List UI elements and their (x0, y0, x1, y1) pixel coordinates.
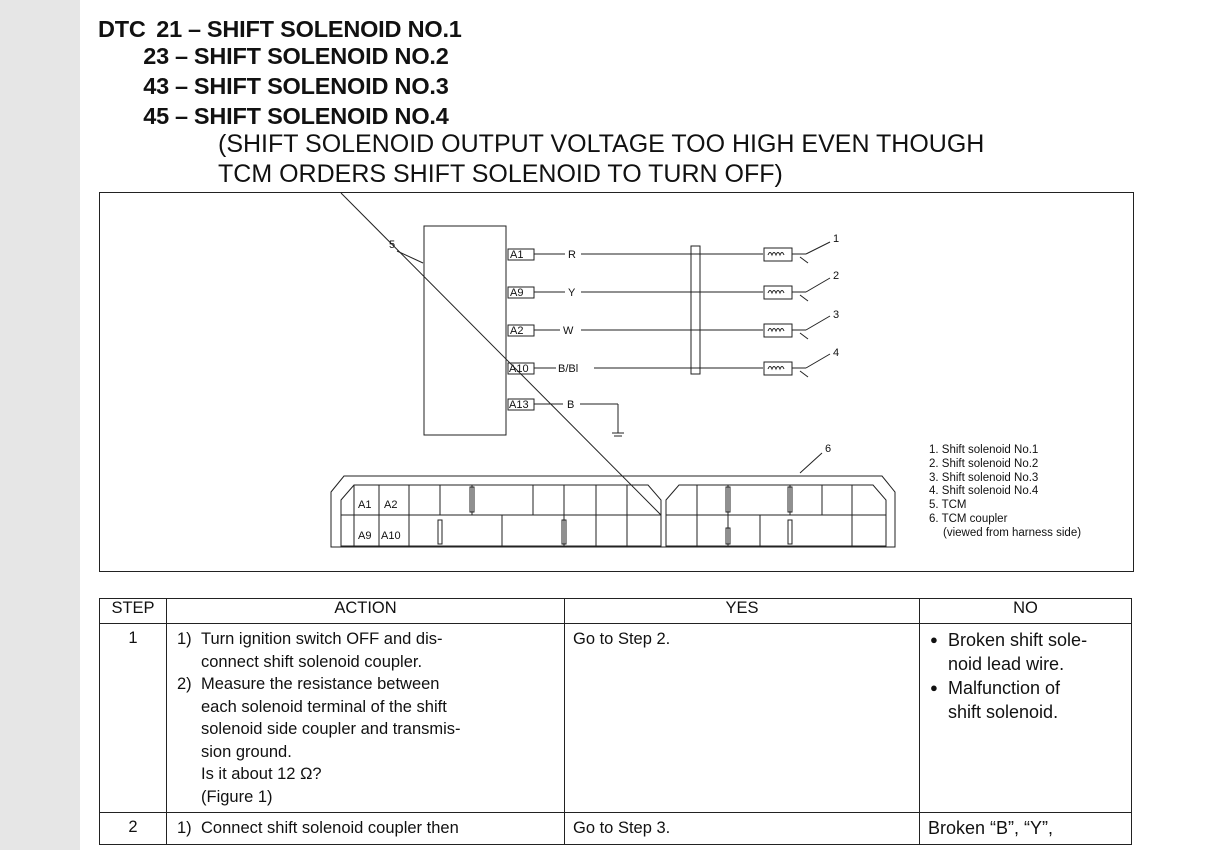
solenoid-4 (763, 353, 831, 378)
solenoid-2 (763, 277, 831, 302)
action-item: 1) Turn ignition switch OFF and dis- con… (177, 630, 443, 671)
dtc-code: 23 (143, 43, 169, 69)
tcm-box (423, 225, 507, 436)
dtc-line-45: 45–SHIFT SOLENOID NO.4 (139, 103, 449, 129)
coupler-right-half (665, 484, 887, 547)
manual-page: DTC 21–SHIFT SOLENOID NO.1 23–SHIFT SOLE… (80, 0, 1206, 850)
harness-connector (690, 245, 701, 375)
tcm-callout: 5 (389, 239, 395, 251)
coupler-label-a10: A10 (381, 530, 401, 542)
dtc-label: SHIFT SOLENOID NO.4 (193, 103, 449, 129)
legend-item: 4. Shift solenoid No.4 (929, 485, 1039, 498)
dtc-code: 43 (143, 73, 169, 99)
no-item: ● Broken shift sole- noid lead wire. (930, 630, 1088, 674)
dtc-description-line-2: TCM ORDERS SHIFT SOLENOID TO TURN OFF) (218, 160, 783, 188)
pin-label-a9: A9 (510, 287, 523, 299)
table-row: 1 1) Turn ignition switch OFF and dis- c… (99, 623, 1132, 813)
action-item: 2) Measure the resistance between each s… (177, 675, 461, 806)
legend-item: 1. Shift solenoid No.1 (929, 444, 1039, 456)
dtc-description-line-1: (SHIFT SOLENOID OUTPUT VOLTAGE TOO HIGH … (218, 130, 985, 158)
wire-label-w: W (563, 325, 574, 337)
dtc-prefix: DTC (98, 16, 146, 42)
action-cell: 1) Turn ignition switch OFF and dis- con… (166, 623, 565, 813)
dtc-line-43: 43–SHIFT SOLENOID NO.3 (139, 73, 449, 99)
solenoid-callout-3: 3 (833, 309, 839, 321)
table-header-row: STEP ACTION YES NO (99, 598, 1132, 624)
legend-item: 3. Shift solenoid No.3 (929, 471, 1039, 484)
dtc-code: 45 (143, 103, 169, 129)
action-cell: 1) Connect shift solenoid coupler then (166, 812, 565, 845)
solenoid-callout-2: 2 (833, 270, 839, 282)
solenoid-3 (763, 315, 831, 340)
legend-item: 5. TCM (929, 499, 967, 512)
wiring-diagram: 5 A1 A9 A2 A10 A13 R Y W B/Bl B 1 2 3 4 … (99, 192, 1134, 572)
table-row: 2 1) Connect shift solenoid coupler then… (99, 812, 1132, 845)
solenoid-callout-4: 4 (833, 347, 839, 359)
no-cell: Broken “B”, “Y”, (919, 812, 1132, 845)
coupler-label-a1: A1 (358, 499, 371, 511)
coupler-label-a2: A2 (384, 499, 397, 511)
yes-cell: Go to Step 3. (564, 812, 920, 845)
dtc-line-23: 23–SHIFT SOLENOID NO.2 (139, 43, 449, 69)
diagnostic-step-table: STEP ACTION YES NO 1 1) Turn ignition sw… (99, 598, 1132, 845)
dtc-label: SHIFT SOLENOID NO.3 (193, 73, 449, 99)
no-cell: ● Broken shift sole- noid lead wire. ● M… (919, 623, 1132, 813)
coupler-outline (330, 475, 896, 548)
dtc-line-21: DTC 21–SHIFT SOLENOID NO.1 (98, 16, 462, 42)
header-no: NO (919, 598, 1132, 624)
solenoid-1 (763, 241, 831, 264)
wire-label-b-bl: B/Bl (558, 363, 578, 375)
dtc-label: SHIFT SOLENOID NO.2 (193, 43, 449, 69)
step-number: 1 (99, 623, 167, 813)
step-number: 2 (99, 812, 167, 845)
coupler-callout: 6 (825, 443, 831, 455)
wire-label-b: B (567, 399, 574, 411)
coupler-callout-leader (799, 452, 823, 474)
header-step: STEP (99, 598, 167, 624)
pin-label-a10: A10 (509, 363, 529, 375)
no-item: ● Malfunction of shift solenoid. (930, 678, 1061, 722)
wire-label-y: Y (568, 287, 576, 299)
legend-item: 2. Shift solenoid No.2 (929, 457, 1039, 470)
header-action: ACTION (166, 598, 565, 624)
yes-cell: Go to Step 2. (564, 623, 920, 813)
action-item: 1) Connect shift solenoid coupler then (177, 819, 459, 837)
pin-label-a2: A2 (510, 325, 523, 337)
pin-label-a13: A13 (509, 399, 529, 411)
pin-label-a1: A1 (510, 249, 523, 261)
coupler-label-a9: A9 (358, 530, 371, 542)
wire-label-r: R (568, 249, 576, 261)
header-yes: YES (564, 598, 920, 624)
solenoid-callout-1: 1 (833, 233, 839, 245)
diagram-legend: 1. Shift solenoid No.1 2. Shift solenoid… (929, 444, 1081, 541)
legend-item: 6. TCM coupler (929, 512, 1008, 525)
wiring-diagram-svg: 5 A1 A9 A2 A10 A13 R Y W B/Bl B 1 2 3 4 … (330, 193, 896, 548)
tcm-callout-leader (396, 250, 424, 264)
dtc-code: 21 (156, 16, 183, 42)
dtc-label: SHIFT SOLENOID NO.1 (206, 16, 462, 42)
legend-item: (viewed from harness side) (943, 526, 1082, 539)
